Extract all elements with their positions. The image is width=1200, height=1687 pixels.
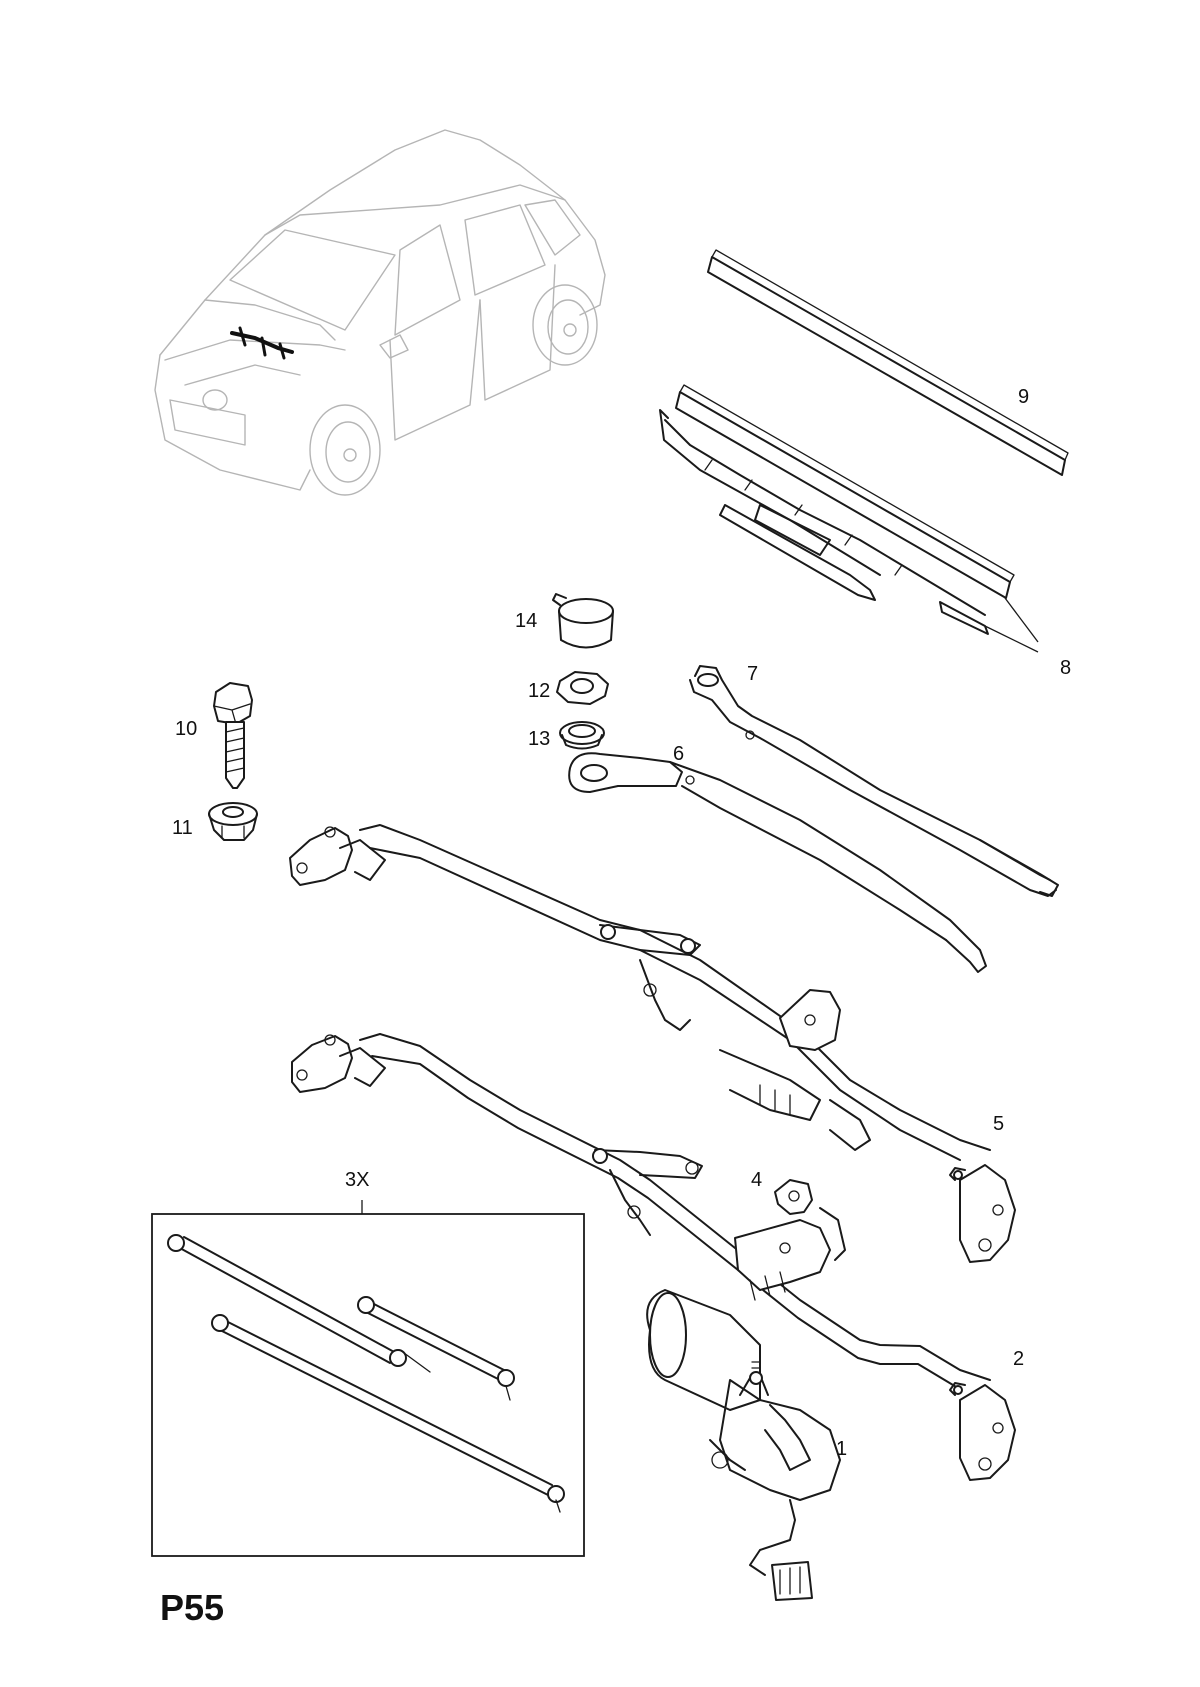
callout-8: 8 bbox=[1060, 657, 1071, 679]
callout-9: 9 bbox=[1018, 386, 1029, 408]
wiper-linkage-frame bbox=[291, 1033, 1016, 1481]
rod-kit-box bbox=[151, 1213, 585, 1557]
linkage-rods bbox=[167, 1234, 565, 1513]
callout-10: 10 bbox=[175, 718, 197, 740]
callout-1: 1 bbox=[836, 1438, 847, 1460]
wiper-arm-left bbox=[568, 752, 987, 973]
callout-4: 4 bbox=[751, 1169, 762, 1191]
spring-washer bbox=[559, 721, 605, 750]
callout-7: 7 bbox=[747, 663, 758, 685]
leader-lines bbox=[361, 597, 1039, 1214]
callout-13: 13 bbox=[528, 728, 550, 750]
bolt bbox=[213, 682, 253, 789]
wiper-motor bbox=[646, 1289, 841, 1601]
mounting-bracket bbox=[774, 1179, 813, 1215]
callout-11: 11 bbox=[172, 817, 193, 839]
wiper-refill-strip bbox=[707, 249, 1069, 476]
callout-2: 2 bbox=[1013, 1348, 1024, 1370]
callout-5: 5 bbox=[993, 1113, 1004, 1135]
wiper-arm-right bbox=[689, 665, 1059, 897]
wiper-linkage-assembly bbox=[289, 824, 1016, 1263]
callout-14: 14 bbox=[515, 610, 537, 632]
callout-12: 12 bbox=[528, 680, 550, 702]
car-overview-illustration bbox=[154, 129, 606, 496]
callout-3x: 3X bbox=[345, 1169, 369, 1191]
wiper-blade bbox=[659, 384, 1015, 635]
callout-6: 6 bbox=[673, 743, 684, 765]
hex-nut bbox=[556, 671, 609, 705]
page-code: P55 bbox=[160, 1587, 224, 1628]
clip-nut bbox=[208, 802, 258, 841]
spindle-cap bbox=[552, 593, 614, 649]
